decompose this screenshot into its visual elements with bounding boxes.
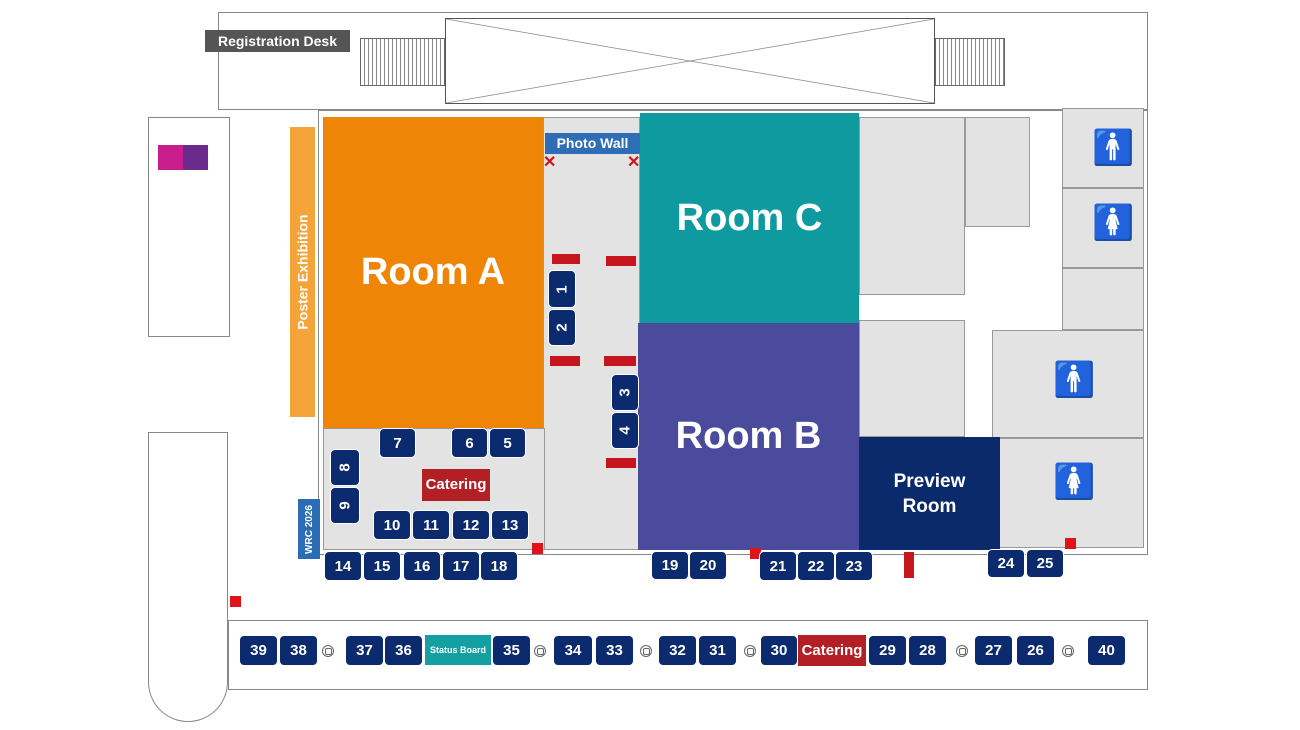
booth-4[interactable]: 4 — [611, 412, 639, 449]
atrium-void — [445, 18, 935, 104]
booth-28[interactable]: 28 — [908, 635, 947, 666]
booth-37[interactable]: 37 — [345, 635, 384, 666]
booth-19[interactable]: 19 — [651, 551, 689, 580]
male-restroom-icon: 🚹 — [1053, 361, 1096, 399]
room-a[interactable]: Room A — [323, 117, 543, 428]
booth-29[interactable]: 29 — [868, 635, 907, 666]
booth-12[interactable]: 12 — [452, 510, 490, 540]
booth-21[interactable]: 21 — [759, 551, 797, 581]
poster-exhibition-label: Poster Exhibition — [290, 127, 315, 417]
booth-39[interactable]: 39 — [239, 635, 278, 666]
column-icon — [956, 645, 968, 657]
column-icon — [322, 645, 334, 657]
booth-14[interactable]: 14 — [324, 551, 362, 581]
booth-10[interactable]: 10 — [373, 510, 411, 540]
booth-16[interactable]: 16 — [403, 551, 441, 581]
booth-40[interactable]: 40 — [1087, 635, 1126, 666]
restroom-women-top — [1062, 188, 1144, 268]
column-icon — [640, 645, 652, 657]
booth-3[interactable]: 3 — [611, 374, 639, 411]
booth-2[interactable]: 2 — [548, 309, 576, 346]
stair-block-bottom — [148, 432, 228, 722]
room-c[interactable]: Room C — [640, 113, 859, 323]
column-icon — [1062, 645, 1074, 657]
arrow-left-icon — [552, 254, 580, 264]
booth-27[interactable]: 27 — [974, 635, 1013, 666]
booth-26[interactable]: 26 — [1016, 635, 1055, 666]
booth-25[interactable]: 25 — [1026, 549, 1064, 578]
booth-18[interactable]: 18 — [480, 551, 518, 581]
escalator-left — [360, 38, 445, 86]
blocked-x-icon: ✕ — [627, 154, 641, 171]
catering-corridor: Catering — [798, 635, 866, 666]
booth-38[interactable]: 38 — [279, 635, 318, 666]
fire-exit-marker — [532, 543, 543, 554]
status-board: Status Board — [425, 635, 491, 665]
booth-22[interactable]: 22 — [797, 551, 835, 581]
booth-17[interactable]: 17 — [442, 551, 480, 581]
arrow-right-icon — [604, 356, 636, 366]
blocked-x-icon: ✕ — [543, 154, 557, 171]
booth-20[interactable]: 20 — [689, 551, 727, 580]
fire-exit-marker — [1065, 538, 1076, 549]
booth-24[interactable]: 24 — [987, 549, 1025, 578]
catering-center: Catering — [422, 469, 490, 501]
wrc-2026-text: WRC 2026 — [303, 504, 315, 554]
booth-32[interactable]: 32 — [658, 635, 697, 666]
booth-7[interactable]: 7 — [379, 428, 416, 458]
side-room-3 — [859, 320, 965, 437]
arrow-right-icon — [606, 458, 636, 468]
booth-13[interactable]: 13 — [491, 510, 529, 540]
fire-exit-marker — [750, 548, 761, 559]
arrow-left-icon — [550, 356, 580, 366]
side-room-1 — [859, 117, 965, 295]
booth-23[interactable]: 23 — [835, 551, 873, 581]
booth-35[interactable]: 35 — [492, 635, 531, 666]
booth-33[interactable]: 33 — [595, 635, 634, 666]
restroom-men-bottom — [992, 330, 1144, 438]
booth-31[interactable]: 31 — [698, 635, 737, 666]
room-b[interactable]: Room B — [638, 323, 859, 550]
restroom-men-top — [1062, 108, 1144, 188]
female-restroom-icon: 🚺 — [1092, 204, 1135, 242]
escalator-right — [935, 38, 1005, 86]
arrow-up-icon — [904, 552, 914, 578]
preview-room[interactable]: Preview Room — [859, 437, 1000, 550]
booth-6[interactable]: 6 — [451, 428, 488, 458]
male-restroom-icon: 🚹 — [1092, 129, 1135, 167]
booth-11[interactable]: 11 — [412, 510, 450, 540]
booth-5[interactable]: 5 — [489, 428, 526, 458]
booth-36[interactable]: 36 — [384, 635, 423, 666]
fire-exit-marker — [230, 596, 241, 607]
booth-34[interactable]: 34 — [553, 635, 593, 666]
booth-1[interactable]: 1 — [548, 270, 576, 308]
column-icon — [534, 645, 546, 657]
restroom-women-bottom — [992, 438, 1144, 548]
restroom-icons — [158, 145, 208, 170]
booth-9[interactable]: 9 — [330, 487, 360, 524]
corridor-right — [1062, 268, 1144, 330]
photo-wall-label: Photo Wall — [545, 133, 640, 154]
poster-exhibition-text: Poster Exhibition — [294, 214, 311, 330]
booth-15[interactable]: 15 — [363, 551, 401, 581]
arrow-right-icon — [606, 256, 636, 266]
booth-30[interactable]: 30 — [760, 635, 798, 666]
female-restroom-icon: 🚺 — [1053, 463, 1096, 501]
side-room-2 — [965, 117, 1030, 227]
column-icon — [744, 645, 756, 657]
booth-8[interactable]: 8 — [330, 449, 360, 486]
registration-desk-label: Registration Desk — [205, 30, 350, 52]
wrc-2026-sign: WRC 2026 — [298, 499, 320, 559]
